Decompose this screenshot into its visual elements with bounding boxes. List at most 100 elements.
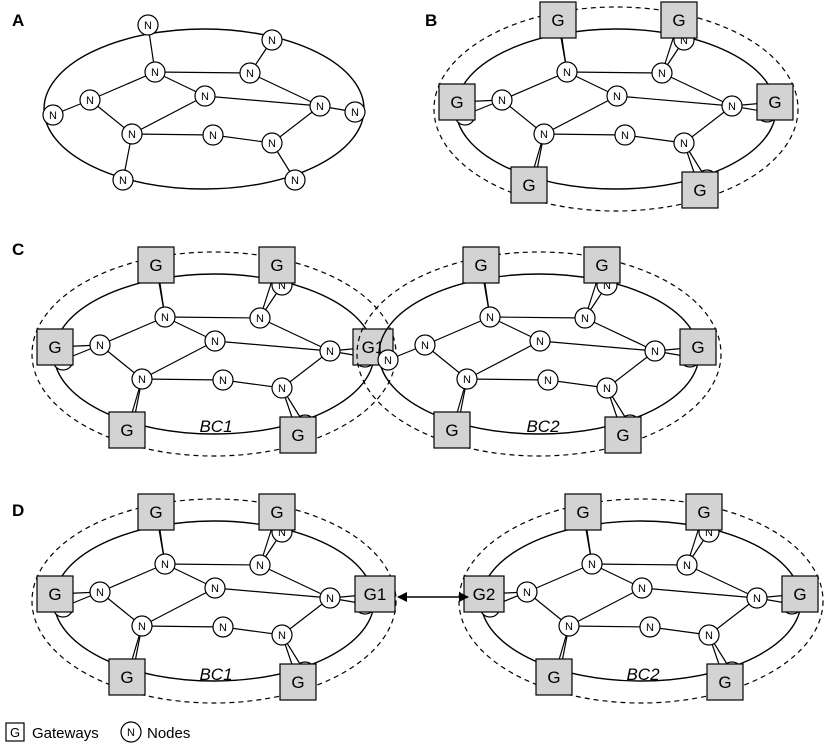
c-bc1-gateway-left <box>36 328 74 366</box>
b-node-label: N <box>680 138 688 150</box>
d-bc1-node-label: N <box>256 560 264 572</box>
panel-label-b: B <box>425 11 437 30</box>
panel-c-network: NNNNNNNNNNNNNNGGGG1GGNNNNNNNNNNNNNNGGGGG <box>31 246 722 457</box>
d-bc1-outer-ring <box>31 498 397 704</box>
b-node <box>533 123 555 145</box>
b-edge <box>616 95 733 107</box>
c-bc1-gateway-top-right <box>258 246 296 284</box>
d-bc1-edge <box>214 587 331 599</box>
b-gateway-left <box>438 83 476 121</box>
c-bc2-gateway-label: G <box>616 426 629 445</box>
b-gateway-label: G <box>450 93 463 112</box>
a-node <box>239 62 261 84</box>
a-node-label: N <box>151 67 159 79</box>
c-bc2-node-label: N <box>603 280 611 292</box>
c-bc2-node <box>479 306 501 328</box>
c-bc1-edge <box>214 340 331 352</box>
c-bc2-node-label: N <box>536 336 544 348</box>
d-bc1-edge <box>164 563 261 566</box>
a-node-label: N <box>86 95 94 107</box>
d-bc2-node-label: N <box>705 527 713 539</box>
d-bc1-node-label: N <box>161 559 169 571</box>
a-node-label: N <box>49 110 57 122</box>
c-bc2-node-label: N <box>384 355 392 367</box>
a-edge <box>204 95 321 107</box>
c-bc2-node-label: N <box>603 383 611 395</box>
b-edge <box>661 72 733 107</box>
legend: G Gateways N Nodes <box>5 721 190 743</box>
d-bc2-edge <box>641 587 758 599</box>
cluster-label-c-bc1: BC1 <box>199 417 232 436</box>
d-bc2-gateway-right <box>781 575 819 613</box>
c-bc2-gateway-right <box>679 328 717 366</box>
c-bc2-gateway-bottom-right <box>604 416 642 454</box>
d-bc1-node-label: N <box>211 583 219 595</box>
c-bc1-node-label: N <box>96 340 104 352</box>
b-gateway-label: G <box>551 11 564 30</box>
b-node <box>606 85 628 107</box>
c-bc2-outer-ring <box>356 251 722 457</box>
a-node-label: N <box>119 175 127 187</box>
b-gateway-label: G <box>522 176 535 195</box>
c-bc2-node <box>644 340 666 362</box>
c-bc2-gateway-label: G <box>474 256 487 275</box>
c-bc2-edge <box>466 378 549 381</box>
d-bc2-edge <box>686 564 758 599</box>
c-bc2-node-label: N <box>651 346 659 358</box>
c-bc1-node <box>212 369 234 391</box>
a-node-label: N <box>268 35 276 47</box>
b-node <box>614 124 636 146</box>
a-node <box>344 101 366 123</box>
d-bc2-node <box>516 581 538 603</box>
d-bc1-node-label: N <box>326 593 334 605</box>
d-bc2-gateway-label: G <box>718 673 731 692</box>
legend-node-symbol: N <box>127 727 135 739</box>
d-bc2-gateway-label: G <box>793 585 806 604</box>
d-bc1-gateway-top-right <box>258 493 296 531</box>
d-bc1-node-label: N <box>278 527 286 539</box>
d-bc1-node <box>131 615 153 637</box>
d-bc1-gateway-label: G <box>120 668 133 687</box>
c-bc2-gateway-top-left <box>462 246 500 284</box>
d-bc2-edge <box>526 563 593 593</box>
d-bc1-node <box>212 616 234 638</box>
c-bc2-node <box>414 334 436 356</box>
a-node-label: N <box>291 175 299 187</box>
b-edge <box>543 95 618 135</box>
c-bc2-node-label: N <box>421 340 429 352</box>
d-bc1-gateway-label: G <box>48 585 61 604</box>
b-edge <box>543 133 626 136</box>
a-node <box>261 132 283 154</box>
legend-node-text: Nodes <box>147 725 190 742</box>
d-bc1-gateway-bottom-right <box>279 663 317 701</box>
c-bc1-node-label: N <box>278 280 286 292</box>
b-edge <box>501 71 568 101</box>
a-node <box>79 89 101 111</box>
c-bc1-gateway-label: G <box>291 426 304 445</box>
a-node <box>42 104 64 126</box>
d-bc2-gateway-label: G2 <box>473 585 496 604</box>
c-bc1-node <box>249 307 271 329</box>
d-bc2-node-label: N <box>646 622 654 634</box>
d-bc1-edge <box>99 563 166 593</box>
legend-gateway-swatch <box>5 722 25 742</box>
d-bc1-gateway-label: G <box>149 503 162 522</box>
a-node-label: N <box>144 20 152 32</box>
d-bc2-node <box>746 587 768 609</box>
c-bc1-node-label: N <box>219 375 227 387</box>
d-bc2-edge <box>568 587 643 627</box>
d-bc2-node-label: N <box>523 587 531 599</box>
a-node <box>284 169 306 191</box>
c-bc2-edge <box>466 340 541 380</box>
c-bc1-node <box>319 340 341 362</box>
d-bc1-gateway-top-left <box>137 493 175 531</box>
d-bc1-node <box>249 554 271 576</box>
d-bc1-edge <box>141 587 216 627</box>
panel-label-d: D <box>12 501 24 520</box>
b-node-label: N <box>540 129 548 141</box>
c-bc2-gateway-label: G <box>445 421 458 440</box>
d-bc2-edge <box>591 563 688 566</box>
d-bc2-gateway-bottom-right <box>706 663 744 701</box>
a-edge <box>131 95 206 135</box>
